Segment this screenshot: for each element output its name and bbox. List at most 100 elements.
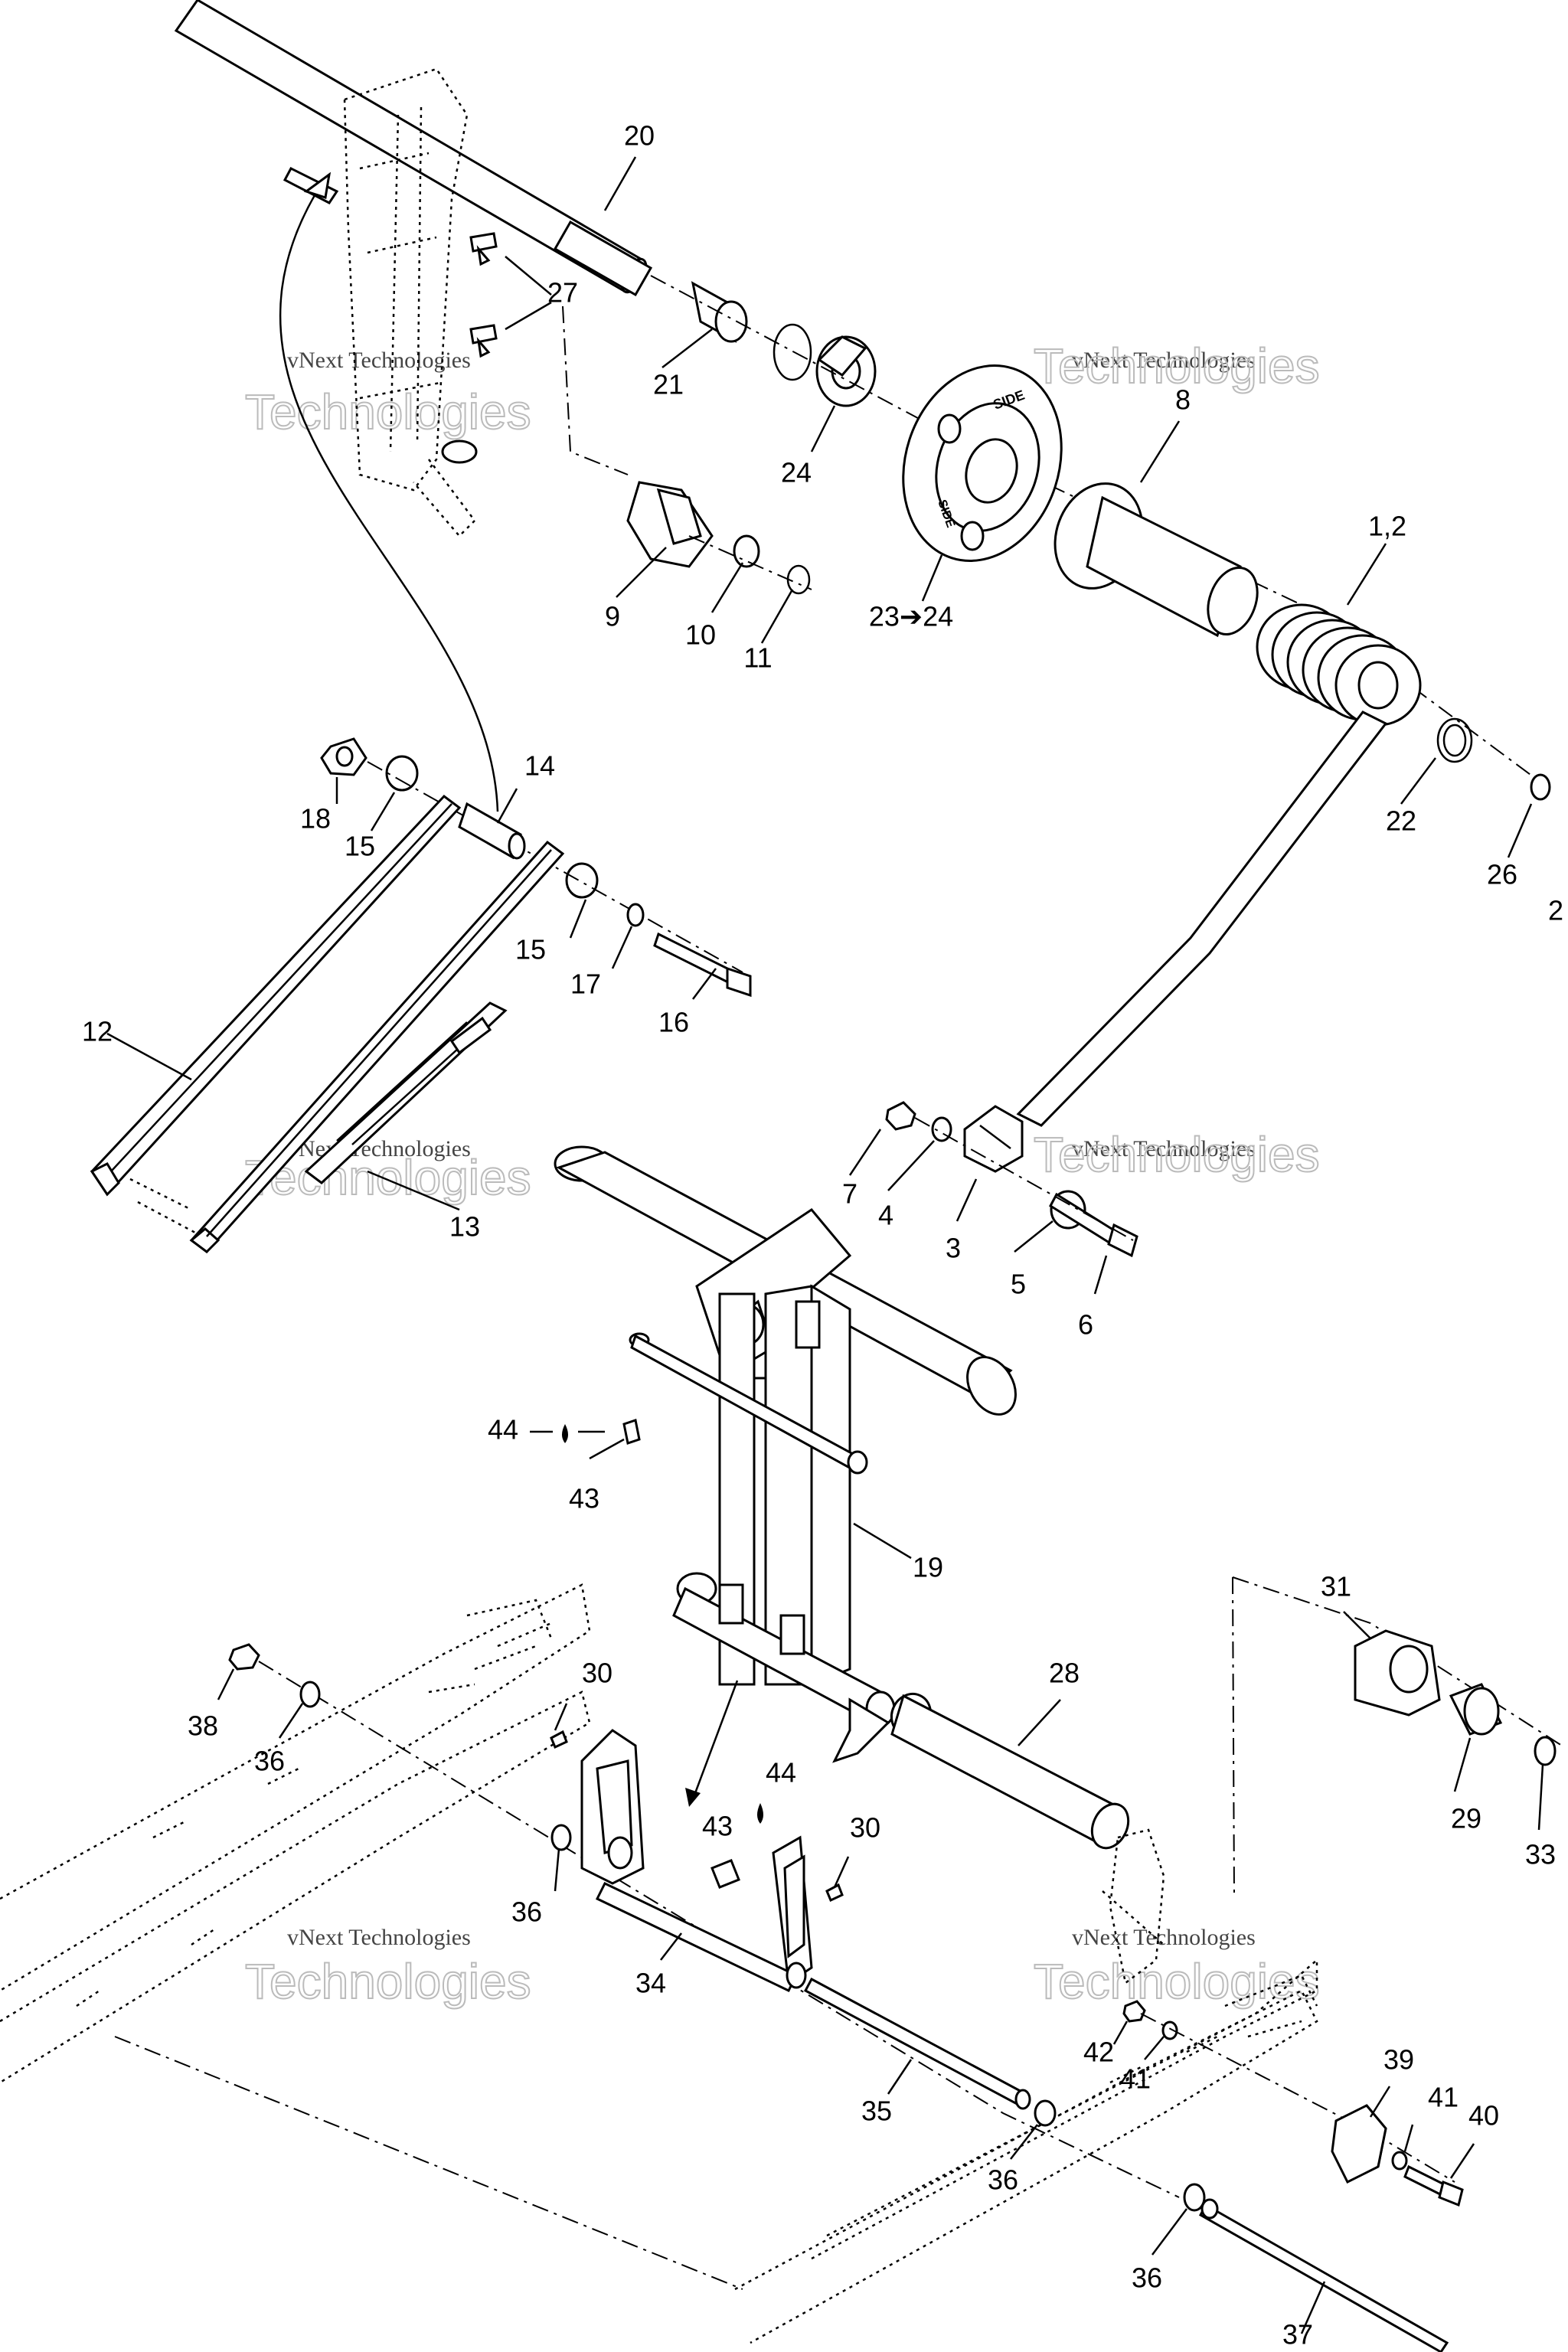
label-19: 19: [913, 1552, 943, 1583]
part-31-bracket: [1354, 1629, 1441, 1717]
watermark-text: Technologies: [1034, 1954, 1320, 2009]
grease-fitting-lower: [710, 1803, 763, 1889]
label-4: 4: [878, 1200, 893, 1231]
label-42: 42: [1083, 2037, 1114, 2068]
part-22-ring: [1436, 717, 1473, 763]
grease-drop-icon: [562, 1424, 568, 1443]
part-10-washer: [733, 534, 760, 568]
label-2: 2: [1548, 895, 1563, 926]
label-8: 8: [1175, 384, 1191, 416]
label-33: 33: [1525, 1839, 1556, 1870]
label-17: 17: [570, 969, 601, 1000]
watermark-text: vNext Technologies: [1072, 348, 1256, 373]
label-34: 34: [635, 1968, 666, 1999]
direction-arrow: [691, 1680, 739, 1800]
part-1-2-spring: [1016, 603, 1422, 1127]
part-20-upper-shaft: [174, 0, 653, 297]
part-33-washer: [1534, 1736, 1557, 1766]
label-1-2: 1,2: [1368, 511, 1406, 542]
label-44a: 44: [488, 1414, 518, 1446]
track-frame-left: [0, 1583, 591, 2084]
axis-line: [914, 1117, 1134, 1241]
part-36-washers: [299, 1681, 1206, 2212]
label-43a: 43: [569, 1483, 599, 1514]
part-41-washer: [1161, 2020, 1408, 2171]
part-40-bolt: [1403, 2164, 1464, 2207]
label-20: 20: [624, 120, 655, 152]
part-17-washer: [626, 903, 645, 927]
label-36a: 36: [254, 1746, 285, 1777]
watermark-text: Technologies: [245, 1954, 531, 2009]
part-11-clip: [786, 564, 811, 595]
label-18: 18: [300, 803, 331, 835]
axis-line: [114, 2036, 743, 2290]
label-15a: 15: [345, 831, 375, 862]
axis-line: [367, 761, 743, 973]
axis-line: [1232, 1576, 1235, 1900]
part-29-bushing: [1449, 1683, 1503, 1736]
label-13: 13: [449, 1211, 480, 1243]
label-16: 16: [658, 1007, 689, 1038]
axis-line: [688, 535, 812, 590]
watermark-group: vNext Technologies Technologies vNext Te…: [244, 338, 1321, 2010]
label-6: 6: [1078, 1309, 1093, 1341]
label-41b: 41: [1428, 2082, 1459, 2113]
label-3: 3: [946, 1233, 961, 1264]
upper-pivot-arm: [283, 67, 478, 537]
callout-labels: 20 27 21 24 8 1,2 9 10 11 23➔24 22 26 2 …: [82, 120, 1563, 2350]
label-36d: 36: [1132, 2262, 1162, 2294]
label-43b: 43: [702, 1811, 733, 1842]
label-44b: 44: [766, 1757, 796, 1788]
part-12-link-rails: [90, 794, 565, 1254]
track-frame-right: [734, 1958, 1318, 2344]
part-6-bolt: [1049, 1192, 1138, 1258]
label-7: 7: [842, 1178, 858, 1210]
part-19-pivot-arm: [554, 1145, 1017, 1763]
label-31: 31: [1321, 1571, 1351, 1602]
label-21: 21: [653, 369, 684, 400]
label-10: 10: [685, 619, 716, 651]
curved-arrow: [279, 183, 499, 812]
right-frame-bracket: [1102, 1828, 1165, 1985]
label-38: 38: [188, 1710, 218, 1742]
watermark-text: Technologies: [245, 384, 531, 439]
part-7-nut: [885, 1101, 916, 1131]
label-15b: 15: [515, 934, 546, 965]
label-39: 39: [1383, 2044, 1414, 2076]
grease-drop-icon: [757, 1803, 763, 1824]
watermark-text: vNext Technologies: [1072, 1136, 1256, 1161]
part-24-bearing: [815, 335, 877, 407]
label-9: 9: [605, 601, 620, 632]
axis-line: [1140, 2013, 1455, 2183]
axis-line: [258, 1661, 1180, 2198]
part-42-nut: [1122, 2000, 1146, 2023]
watermark-text: Technologies: [1034, 1127, 1320, 1182]
label-27: 27: [547, 277, 578, 309]
label-23-24: 23➔24: [869, 601, 953, 632]
label-22: 22: [1386, 805, 1416, 837]
watermark-text: vNext Technologies: [287, 348, 471, 373]
circlip: [773, 323, 812, 381]
part-26-washer: [1530, 773, 1551, 801]
part-39-block: [1331, 2104, 1387, 2184]
label-29: 29: [1451, 1803, 1481, 1834]
watermark-text: Technologies: [245, 1150, 531, 1205]
part-21-bushing: [691, 281, 748, 343]
label-30a: 30: [582, 1658, 612, 1689]
label-36b: 36: [511, 1896, 542, 1928]
part-3-cam: [963, 1105, 1024, 1173]
watermark-text: vNext Technologies: [1072, 1925, 1256, 1950]
grease-fitting-upper: [530, 1419, 641, 1445]
part-30-pins: [550, 1730, 844, 1903]
part-37-long-bolt: [1198, 2198, 1449, 2352]
label-5: 5: [1011, 1269, 1026, 1300]
label-36c: 36: [988, 2164, 1018, 2196]
part-8-spacer-tube: [1054, 482, 1259, 638]
label-14: 14: [524, 750, 555, 782]
watermark-text: vNext Technologies: [287, 1925, 471, 1950]
leader-lines: [106, 156, 1544, 2334]
label-24: 24: [781, 457, 812, 488]
part-18-nut: [320, 737, 368, 776]
label-35: 35: [861, 2096, 892, 2127]
